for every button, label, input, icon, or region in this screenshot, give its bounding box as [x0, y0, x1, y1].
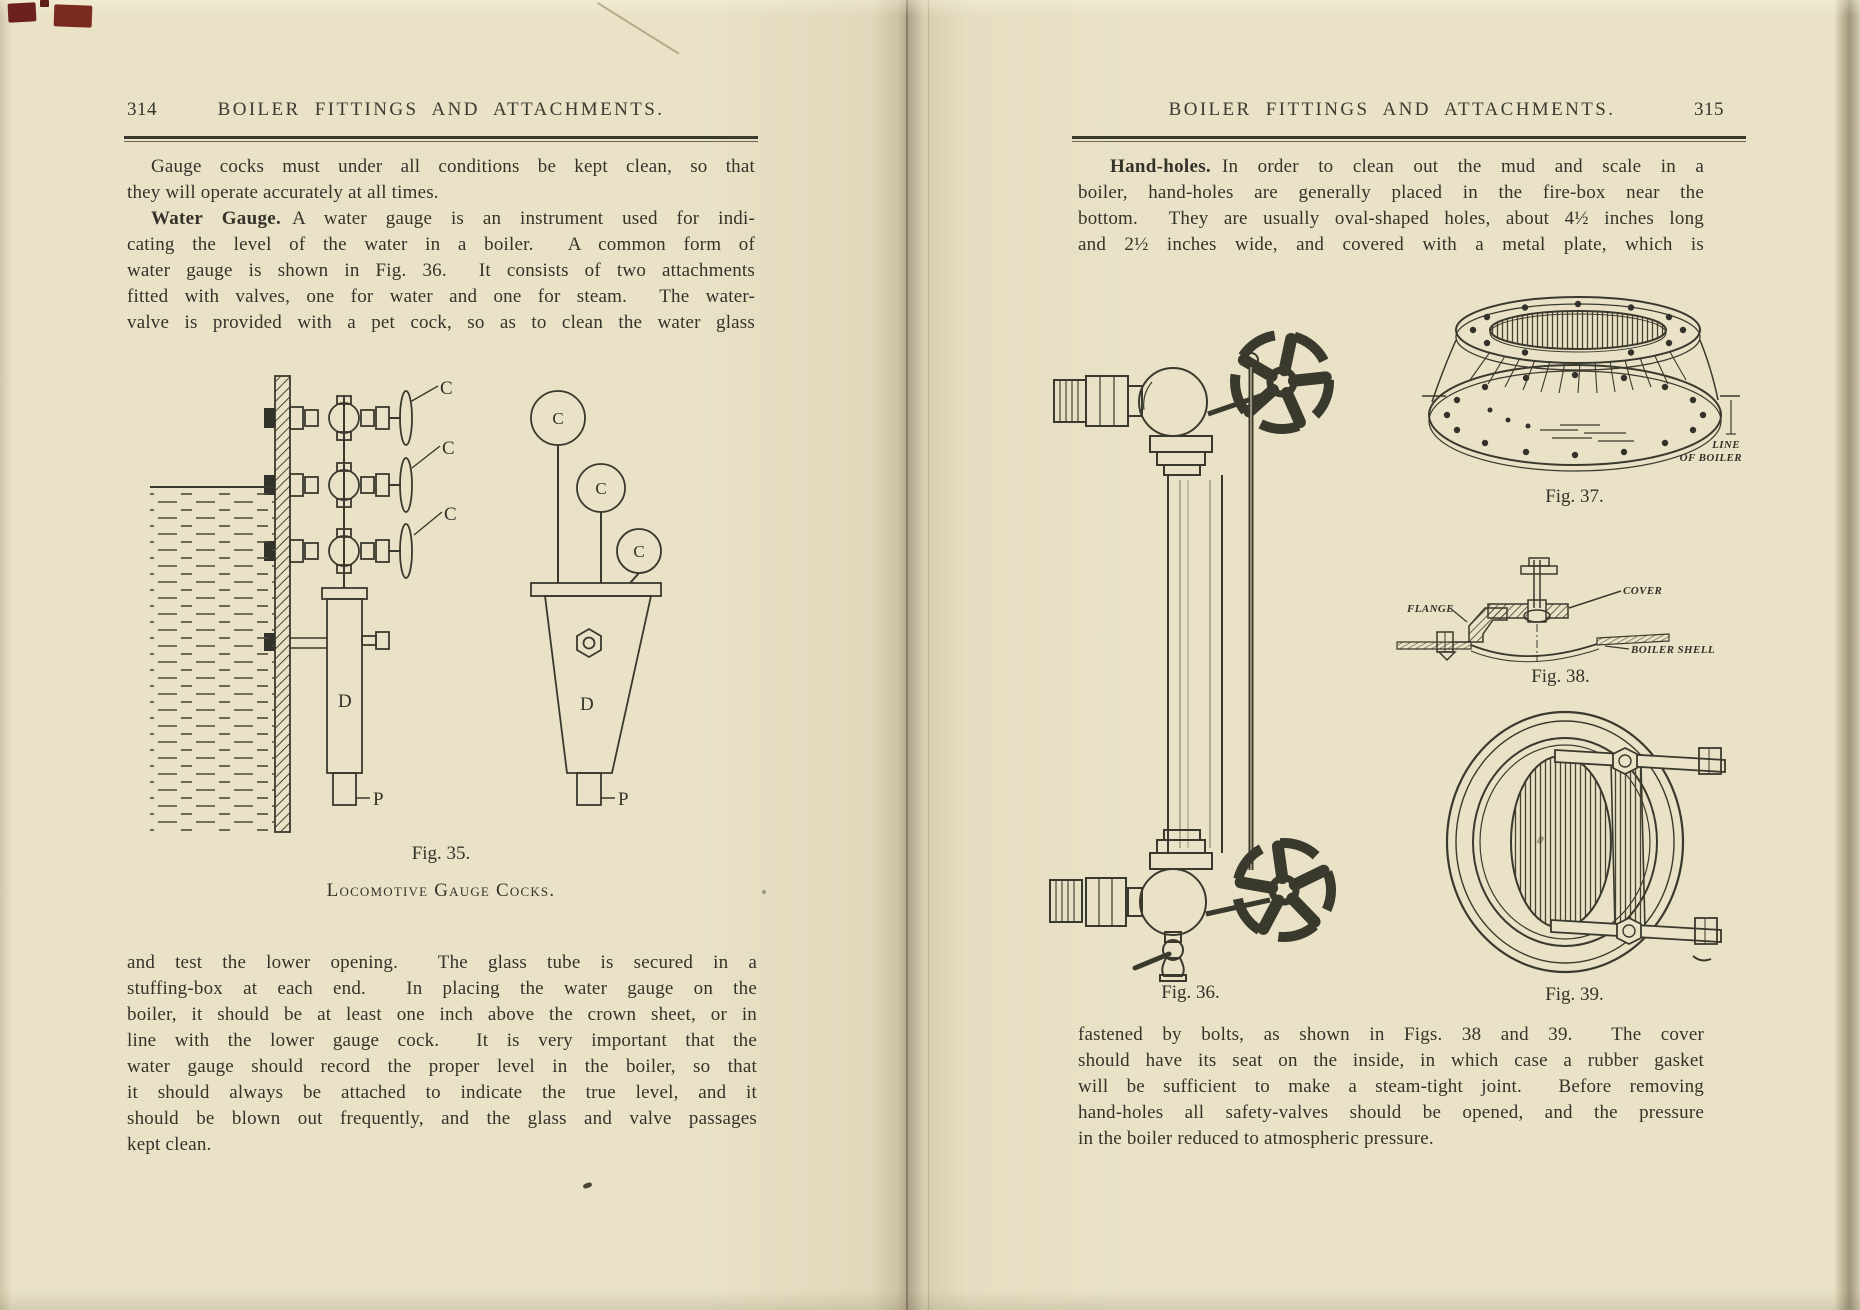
figure-38-drawing-cover-section: FLANGE COVER BOILER SHELL	[1396, 557, 1715, 663]
text-line: boiler, it should be at least one inch a…	[127, 1004, 757, 1025]
text-line: stuffing-box at each end. In placing the…	[127, 978, 757, 999]
figure-39-caption: Fig. 39.	[1545, 984, 1604, 1005]
text-line: it should always be attached to indicate…	[127, 1082, 757, 1103]
text-line: cating the level of the water in a boile…	[127, 234, 755, 255]
cover-fragment	[53, 4, 93, 28]
text-line: A water gauge is an instrument used for …	[292, 208, 755, 229]
text-line: and test the lower opening. The glass tu…	[127, 952, 757, 973]
fig35-label-cock: C	[595, 479, 606, 498]
figure-35-subcaption: Locomotive Gauge Cocks.	[326, 880, 556, 901]
header-rule-right	[1072, 136, 1746, 142]
figure-39-drawing-hand-hole-cover	[1445, 710, 1726, 974]
text-line: and 2½ inches wide, and covered with a m…	[1078, 234, 1704, 255]
figure-36-caption: Fig. 36.	[1161, 982, 1220, 1003]
header-rule-left	[124, 136, 758, 142]
fig38-label-flange: FLANGE	[1406, 603, 1454, 615]
text-line: valve is provided with a pet cock, so as…	[127, 312, 755, 333]
text-line: line with the lower gauge cock. It is ve…	[127, 1030, 757, 1051]
fig35-label-drain: D	[338, 691, 352, 712]
text-line: water gauge should record the proper lev…	[127, 1056, 757, 1077]
fig38-label-boiler-shell: BOILER SHELL	[1630, 644, 1715, 656]
text-line: in the boiler reduced to atmospheric pre…	[1078, 1128, 1434, 1149]
text-line: Gauge cocks must under all conditions be…	[151, 156, 755, 177]
cover-fragment	[40, 0, 49, 7]
gutter-crease	[906, 0, 908, 1310]
page-number-left: 314	[127, 99, 157, 120]
text-line: In order to clean out the mud and scale …	[1221, 156, 1704, 177]
para-lead: Hand-holes.	[1110, 156, 1211, 177]
text-line: hand-holes all safety-valves should be o…	[1078, 1102, 1704, 1123]
cover-fragment	[7, 2, 37, 23]
fig38-label-cover: COVER	[1623, 585, 1662, 597]
text-line: should have its seat on the inside, in w…	[1078, 1050, 1704, 1071]
fig37-label-line-of-boiler: LINE	[1711, 439, 1740, 451]
paragraph: fastened by bolts, as shown in Figs. 38 …	[1078, 1022, 1704, 1152]
page-edge-shadow	[0, 0, 12, 1310]
fig35-label-cock: C	[444, 504, 457, 525]
figure-35-caption: Fig. 35.	[411, 843, 471, 864]
text-line: bottom. They are usually oval-shaped hol…	[1078, 208, 1704, 229]
text-line: will be sufficient to make a steam-tight…	[1078, 1076, 1704, 1097]
fig35-label-drain: D	[580, 694, 594, 715]
figure-37-drawing-hand-hole-flange: LINE OF BOILER	[1422, 296, 1742, 472]
para-lead: Water Gauge.	[151, 208, 282, 229]
text-line: should be blown out frequently, and the …	[127, 1108, 757, 1129]
fig35-label-cock: C	[440, 378, 453, 399]
figure-38-caption: Fig. 38.	[1531, 666, 1590, 687]
text-line: fitted with valves, one for water and on…	[127, 286, 755, 307]
text-line: fastened by bolts, as shown in Figs. 38 …	[1078, 1024, 1704, 1045]
paragraph: and test the lower opening. The glass tu…	[127, 950, 757, 1158]
page-edge-shadow	[1834, 0, 1860, 1310]
paper-speck	[762, 890, 766, 894]
text-line: Hand-holes. In order to clean out the mud…	[1078, 154, 1704, 180]
text-line: they will operate accurately at all time…	[127, 182, 439, 203]
fig35-label-cock: C	[552, 409, 563, 428]
page-edge-highlight	[0, 0, 1860, 16]
paper-speck	[582, 1181, 593, 1190]
text-line: Water Gauge. A water gauge is an instrume…	[127, 206, 755, 232]
paragraph: Water Gauge. A water gauge is an instrume…	[127, 206, 755, 336]
fig35-label-pipe: P	[373, 789, 384, 810]
fig35-label-cock: C	[633, 542, 644, 561]
fig37-label-line-of-boiler: OF BOILER	[1680, 452, 1742, 464]
running-head-left: BOILER FITTINGS AND ATTACHMENTS.	[217, 99, 665, 120]
fig35-label-cock: C	[442, 438, 455, 459]
text-line: kept clean.	[127, 1134, 212, 1155]
text-line: boiler, hand-holes are generally placed …	[1078, 182, 1704, 203]
page-edge-shadow	[0, 1290, 1860, 1310]
figure-35-drawing-locomotive-gauge-cocks: C C C D P C C C D P	[150, 375, 662, 833]
fig35-label-pipe: P	[618, 789, 629, 810]
text-line: water gauge is shown in Fig. 36. It cons…	[127, 260, 755, 281]
figure-37-caption: Fig. 37.	[1545, 486, 1604, 507]
running-head-right: BOILER FITTINGS AND ATTACHMENTS.	[1168, 99, 1616, 120]
page-number-right: 315	[1694, 99, 1724, 120]
paragraph: Gauge cocks must under all conditions be…	[127, 154, 755, 206]
figure-36-drawing-water-gauge	[1049, 330, 1350, 982]
gutter-crease	[928, 0, 929, 1310]
paragraph: Hand-holes. In order to clean out the mud…	[1078, 154, 1704, 258]
